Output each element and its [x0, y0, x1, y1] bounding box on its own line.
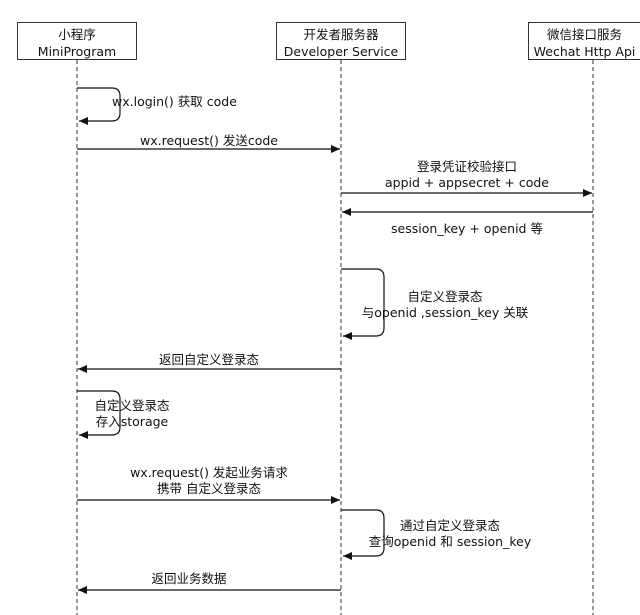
- label-session-return: session_key + openid 等: [391, 221, 543, 236]
- self-loop-login: [77, 87, 121, 125]
- label-biz-request-1: wx.request() 发起业务请求: [130, 465, 288, 480]
- self-loop-lookup: [341, 509, 385, 560]
- label-verify-2: appid + appsecret + code: [385, 175, 549, 190]
- participant-wechat-api-zh: 微信接口服务: [546, 27, 622, 42]
- participant-miniprogram-en: MiniProgram: [37, 44, 117, 59]
- label-lookup-1: 通过自定义登录态: [399, 518, 500, 533]
- label-store-2: 存入storage: [95, 414, 169, 429]
- participant-miniprogram: 小程序 MiniProgram: [17, 22, 137, 60]
- participant-developer-service-en: Developer Service: [283, 44, 399, 59]
- label-custom-state-1: 自定义登录态: [407, 289, 483, 304]
- participant-miniprogram-zh: 小程序: [58, 27, 96, 42]
- self-loop-store: [77, 390, 121, 439]
- label-store-1: 自定义登录态: [94, 398, 170, 413]
- label-login: wx.login() 获取 code: [112, 94, 237, 109]
- label-lookup-2: 查询openid 和 session_key: [368, 534, 532, 549]
- participant-wechat-api-en: Wechat Http Api: [533, 44, 636, 59]
- participant-wechat-api: 微信接口服务 Wechat Http Api: [528, 22, 640, 60]
- participant-developer-service-zh: 开发者服务器: [303, 27, 379, 42]
- label-return-data: 返回业务数据: [151, 571, 227, 586]
- label-return-state: 返回自定义登录态: [158, 352, 259, 367]
- label-biz-request-2: 携带 自定义登录态: [157, 481, 261, 496]
- label-verify-1: 登录凭证校验接口: [416, 159, 517, 174]
- label-custom-state-2: 与openid ,session_key 关联: [361, 305, 529, 320]
- participant-developer-service: 开发者服务器 Developer Service: [276, 22, 406, 60]
- label-request-code: wx.request() 发送code: [140, 133, 278, 148]
- self-loop-custom-state: [341, 268, 385, 340]
